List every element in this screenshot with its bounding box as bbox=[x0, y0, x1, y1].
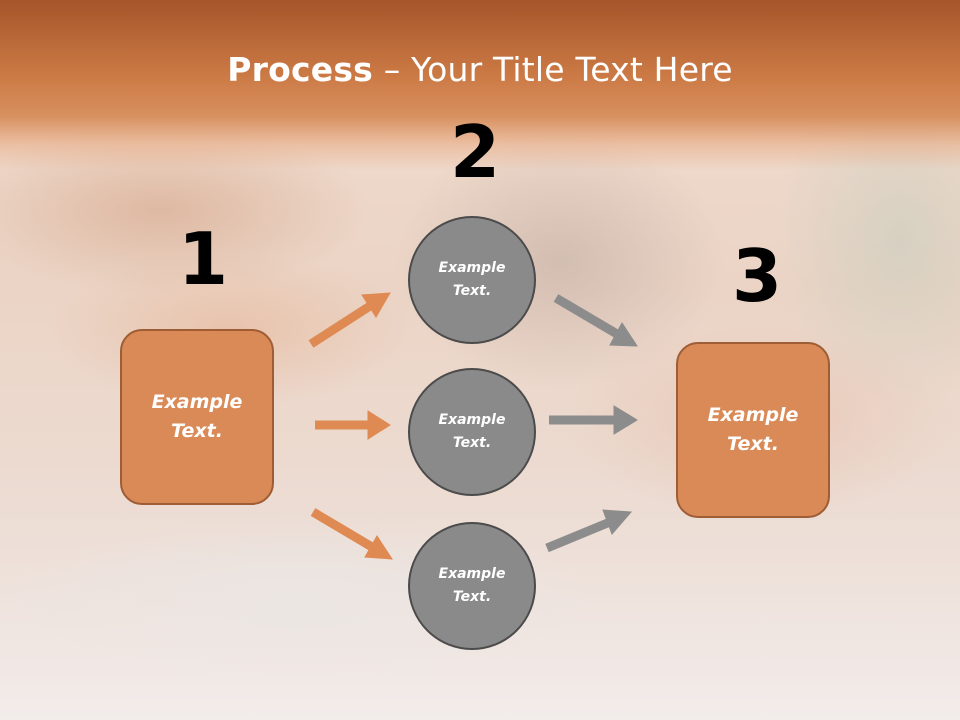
arrow-top-to-right-head bbox=[609, 322, 638, 347]
slide-title: Process – Your Title Text Here bbox=[0, 50, 960, 89]
title-bar bbox=[0, 0, 960, 170]
right-box: Example Text. bbox=[676, 342, 830, 518]
title-rest: – Your Title Text Here bbox=[373, 50, 733, 89]
arrow-bottom-to-right bbox=[545, 517, 612, 553]
circle-middle-text: Example Text. bbox=[438, 412, 506, 451]
arrow-left-to-bottom-head bbox=[364, 535, 393, 560]
left-box-text: Example Text. bbox=[151, 391, 243, 442]
circle-middle: Example Text. bbox=[408, 368, 536, 496]
step-number-1: 1 bbox=[178, 217, 229, 301]
orange-arrows bbox=[308, 292, 393, 560]
arrow-top-to-right bbox=[553, 294, 620, 338]
circle-bottom: Example Text. bbox=[408, 522, 536, 650]
circle-top: Example Text. bbox=[408, 216, 536, 344]
gray-arrows bbox=[545, 294, 638, 553]
arrow-bottom-to-right-head bbox=[602, 509, 633, 535]
arrow-left-to-bottom bbox=[310, 508, 375, 551]
step-number-3: 3 bbox=[732, 234, 783, 318]
step-number-2: 2 bbox=[450, 110, 501, 194]
title-bold: Process bbox=[227, 50, 374, 89]
left-box: Example Text. bbox=[120, 329, 274, 505]
arrow-middle-to-right-head bbox=[613, 405, 638, 435]
right-box-text: Example Text. bbox=[707, 404, 799, 455]
arrow-left-to-top-head bbox=[361, 292, 391, 318]
arrow-left-to-top bbox=[308, 302, 373, 348]
arrow-left-to-middle-head bbox=[367, 410, 391, 440]
circle-bottom-text: Example Text. bbox=[438, 566, 506, 605]
circle-top-text: Example Text. bbox=[438, 260, 506, 299]
